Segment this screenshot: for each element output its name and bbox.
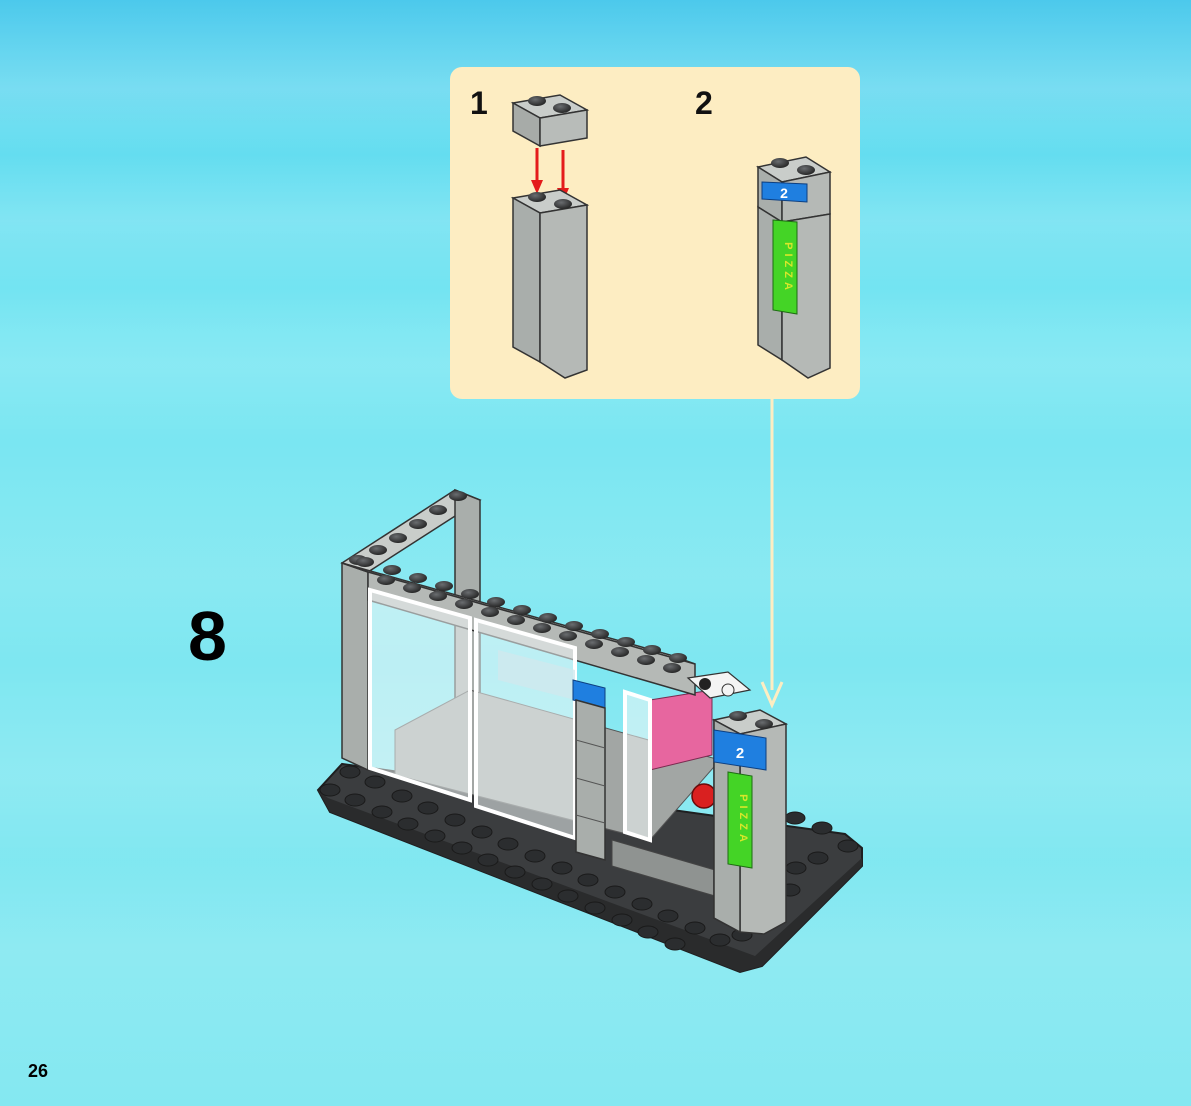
substep-number-2: 2 xyxy=(695,85,713,122)
substep-number-1: 1 xyxy=(470,85,488,122)
callout-sign-text: PIZZA xyxy=(782,242,794,294)
page-number: 26 xyxy=(28,1061,48,1082)
model-sign-number: 2 xyxy=(736,745,744,762)
model-sign-text: PIZZA xyxy=(737,794,749,846)
substep-1-illustration xyxy=(513,95,587,378)
main-model-illustration xyxy=(318,490,862,972)
step-number: 8 xyxy=(188,596,227,676)
callout-sign-number: 2 xyxy=(780,185,788,201)
